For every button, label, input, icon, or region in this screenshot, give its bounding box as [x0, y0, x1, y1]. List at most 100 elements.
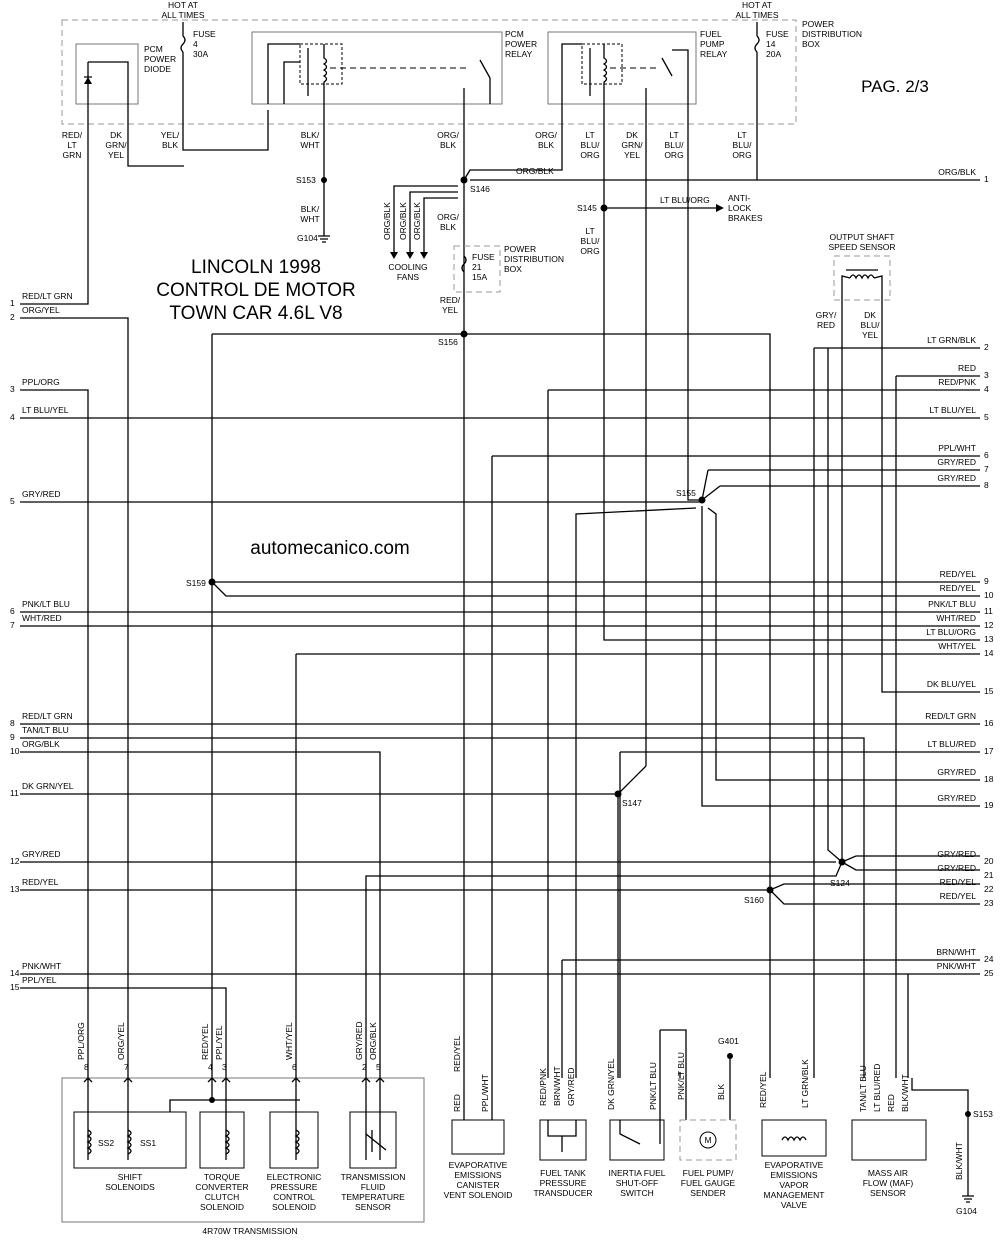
svg-text:DK GRN/YEL: DK GRN/YEL — [22, 781, 74, 791]
shift-solenoids-label: SHIFT SOLENOIDS — [105, 1172, 155, 1192]
connector-pin-arrows — [83, 1077, 385, 1083]
svg-text:20A: 20A — [766, 49, 781, 59]
svg-text:GRN/: GRN/ — [621, 140, 643, 150]
svg-text:TRANSDUCER: TRANSDUCER — [533, 1188, 592, 1198]
tcc-coil-icon — [224, 1129, 230, 1155]
svg-text:POWER: POWER — [144, 54, 176, 64]
svg-text:5: 5 — [376, 1062, 381, 1072]
svg-text:LT BLU/ORG: LT BLU/ORG — [926, 627, 976, 637]
svg-text:VAPOR: VAPOR — [779, 1180, 808, 1190]
vmv-wire-labels: RED/YEL LT GRN/BLK — [758, 1059, 810, 1108]
svg-text:RELAY: RELAY — [505, 49, 533, 59]
svg-text:FUSE: FUSE — [766, 29, 789, 39]
svg-text:PPL/ORG: PPL/ORG — [22, 377, 60, 387]
ss2-label: SS2 — [98, 1138, 114, 1148]
svg-text:21: 21 — [472, 262, 482, 272]
svg-text:3: 3 — [984, 370, 989, 380]
svg-text:4: 4 — [208, 1062, 213, 1072]
svg-text:WHT/RED: WHT/RED — [22, 613, 62, 623]
svg-text:15: 15 — [984, 686, 994, 696]
fuel-pump-relay-label: FUEL PUMP RELAY — [700, 29, 728, 59]
ground-g104: G104 — [297, 233, 318, 243]
svg-text:DIODE: DIODE — [144, 64, 171, 74]
maf-wire-labels: TAN/LT BLU LT BLU/RED RED BLK/WHT — [858, 1064, 910, 1112]
svg-text:12: 12 — [984, 620, 994, 630]
svg-text:MANAGEMENT: MANAGEMENT — [764, 1190, 825, 1200]
svg-text:9: 9 — [10, 732, 15, 742]
svg-text:POWER: POWER — [504, 244, 536, 254]
svg-text:ORG/BLK: ORG/BLK — [412, 202, 422, 240]
svg-text:TORQUE: TORQUE — [204, 1172, 241, 1182]
website-watermark: automecanico.com — [250, 538, 409, 559]
svg-text:2: 2 — [984, 342, 989, 352]
svg-text:CANISTER: CANISTER — [457, 1180, 500, 1190]
svg-text:BRN/WHT: BRN/WHT — [936, 947, 976, 957]
splice-s153-bottom: S153 — [973, 1109, 993, 1119]
svg-text:GRY/RED: GRY/RED — [354, 1021, 364, 1060]
svg-text:ORG/YEL: ORG/YEL — [22, 305, 60, 315]
svg-text:7: 7 — [124, 1062, 129, 1072]
svg-text:GRN: GRN — [63, 150, 82, 160]
svg-text:EVAPORATIVE: EVAPORATIVE — [449, 1160, 508, 1170]
svg-text:BLK: BLK — [162, 140, 178, 150]
svg-text:20: 20 — [984, 856, 994, 866]
svg-text:RED/PNK: RED/PNK — [538, 1068, 548, 1106]
svg-text:RED/PNK: RED/PNK — [938, 377, 976, 387]
svg-text:VENT SOLENOID: VENT SOLENOID — [444, 1190, 513, 1200]
svg-text:10: 10 — [984, 590, 994, 600]
svg-text:BRN/WHT: BRN/WHT — [552, 1066, 562, 1106]
svg-text:2: 2 — [362, 1062, 367, 1072]
svg-text:RED/YEL: RED/YEL — [940, 877, 977, 887]
gry-red-vertical-label: GRY/ RED — [816, 310, 837, 330]
splice-s153: S153 — [296, 175, 316, 185]
svg-text:PCM: PCM — [505, 29, 524, 39]
speed-sensor-coil-icon — [849, 274, 875, 280]
fuel-relay-coil-icon — [602, 44, 608, 104]
svg-text:PRESSURE: PRESSURE — [540, 1178, 587, 1188]
pcm-power-relay-box — [251, 31, 503, 105]
fuel-tank-pressure-box — [539, 1119, 587, 1161]
splice-s155: S155 — [676, 488, 696, 498]
svg-text:BLK/: BLK/ — [301, 204, 320, 214]
ground-g104-bottom: G104 — [956, 1206, 977, 1216]
svg-text:CONVERTER: CONVERTER — [195, 1182, 248, 1192]
svg-text:CLUTCH: CLUTCH — [205, 1192, 239, 1202]
fuel-pump-relay-box — [547, 31, 697, 105]
svg-text:YEL/: YEL/ — [161, 130, 180, 140]
svg-text:BLU/: BLU/ — [861, 320, 881, 330]
svg-text:15: 15 — [10, 982, 20, 992]
svg-text:BLK: BLK — [538, 140, 554, 150]
svg-text:PPL/YEL: PPL/YEL — [214, 1025, 224, 1060]
ss2-coil-icon — [86, 1129, 92, 1155]
svg-text:WHT: WHT — [300, 214, 319, 224]
svg-text:GRY/RED: GRY/RED — [22, 489, 61, 499]
svg-text:WHT/YEL: WHT/YEL — [938, 641, 976, 651]
svg-text:11: 11 — [10, 788, 19, 798]
dk-blu-yel-vertical-label: DK BLU/ YEL — [861, 310, 881, 340]
svg-text:FUEL: FUEL — [700, 29, 722, 39]
cooling-fan-wire-labels: ORG/BLK ORG/BLK ORG/BLK — [382, 202, 422, 240]
fuse-14-icon — [754, 35, 760, 53]
svg-text:GRY/RED: GRY/RED — [937, 767, 976, 777]
svg-text:22: 22 — [984, 884, 994, 894]
svg-text:ORG/: ORG/ — [437, 130, 459, 140]
svg-text:8: 8 — [984, 480, 989, 490]
svg-text:BLK: BLK — [440, 222, 456, 232]
org-blk-right-label: ORG/BLK — [516, 166, 554, 176]
svg-text:BLK: BLK — [440, 140, 456, 150]
svg-text:INERTIA FUEL: INERTIA FUEL — [609, 1168, 666, 1178]
svg-text:RED/YEL: RED/YEL — [940, 891, 977, 901]
svg-text:HOT AT: HOT AT — [168, 0, 198, 10]
svg-text:SENSOR: SENSOR — [355, 1202, 391, 1212]
svg-text:7: 7 — [10, 620, 15, 630]
svg-text:GRY/RED: GRY/RED — [937, 793, 976, 803]
svg-text:4: 4 — [10, 412, 15, 422]
svg-text:PUMP: PUMP — [700, 39, 725, 49]
pcm-relay-switch-icon — [479, 59, 491, 79]
wire-lt-blu-org-2 — [687, 104, 700, 501]
svg-text:9: 9 — [984, 576, 989, 586]
svg-text:SHUT-OFF: SHUT-OFF — [616, 1178, 659, 1188]
power-distribution-box-outline — [61, 19, 797, 125]
svg-text:BLK/WHT: BLK/WHT — [900, 1074, 910, 1112]
